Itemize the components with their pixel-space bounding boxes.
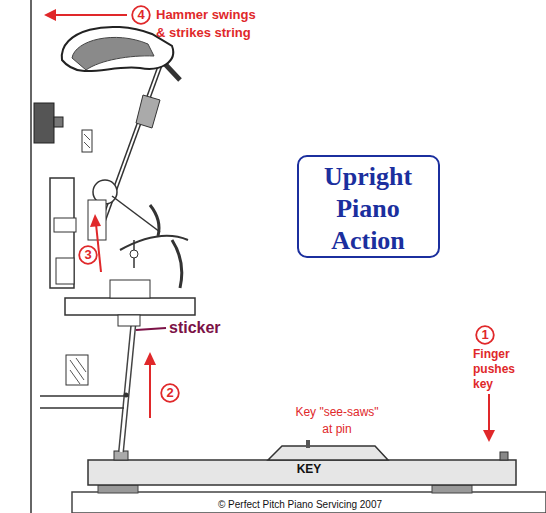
hammer-felt [72,37,154,70]
backcheck [172,240,182,288]
callout-number-text: 1 [475,325,495,345]
callout-number: 2 [160,383,180,403]
hammer-shank-inner [98,52,165,236]
regulating-button [130,250,138,258]
part-name: KEY [288,462,330,477]
title-border [298,156,439,257]
callout-text: Key "see-saws" at pin [291,404,383,438]
bracket-hatch [70,358,86,384]
bracket-block [66,355,88,385]
catcher [150,205,159,236]
callout-text: Finger pushes key [473,347,523,392]
copyright-note: © Perfect Pitch Piano Servicing 2007 [150,498,450,511]
spoon-hatch [84,134,90,148]
arrow-head [144,352,156,365]
rail-block [56,258,74,284]
spring-wire [112,196,160,232]
sticker-rod-inner [121,318,134,452]
arrow-head [44,9,56,21]
callout-number: 4 [131,5,151,25]
wippen-flange [110,280,150,298]
damper-felt [136,95,160,128]
damper-screw [54,117,63,127]
keybed [72,492,546,513]
action-rail [50,178,74,288]
front-pin [500,452,508,460]
damper-block [34,103,54,143]
bracket-rail [40,395,124,397]
callout-number: 3 [78,245,98,265]
title-box: Upright Piano Action [297,155,440,258]
callout-number-text: 4 [131,5,151,25]
arrow-head [90,214,101,227]
motion-arrow [96,224,101,272]
wippen-heel [118,315,140,326]
sticker-rod [121,318,134,452]
key-balance-block [268,446,388,460]
wippen [65,298,195,315]
part-name: sticker [169,318,249,338]
damper-spoon [82,130,92,152]
callout-number-text: 2 [160,383,180,403]
key-frame-felt [98,485,138,493]
balance-pin [306,440,310,448]
rail-block [54,218,76,232]
motion-arrow [149,362,151,418]
key-frame-felt [432,485,472,493]
callout-number-text: 3 [78,245,98,265]
hammer-shank [98,52,165,236]
sticker-joint [124,393,129,398]
diagram-title: Upright Piano Action [313,161,423,257]
motion-arrow [52,14,127,16]
callout-text: Hammer swings & strikes string [156,6,261,42]
arrow-head [483,430,495,442]
motion-arrow [488,394,490,432]
bracket-rail [40,407,124,409]
piano-string [30,0,32,513]
leader-line [136,328,166,330]
capstan [114,451,128,460]
piano-key [88,460,516,485]
callout-number: 1 [475,325,495,345]
